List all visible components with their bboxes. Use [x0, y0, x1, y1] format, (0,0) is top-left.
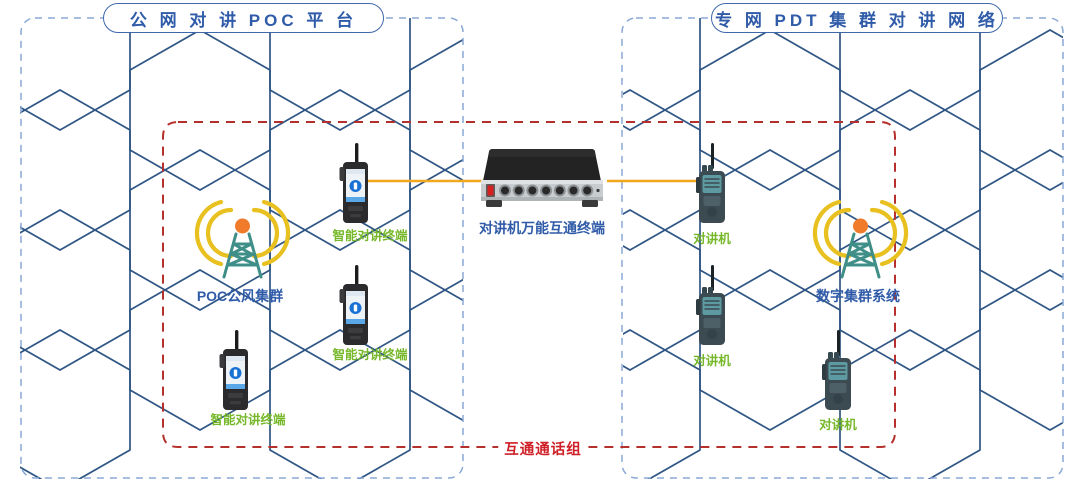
- label-smart-terminal-1: 智能对讲终端: [332, 229, 408, 243]
- label-walkie-talkie-3: 对讲机: [819, 418, 857, 432]
- cell-tower-icon-pdt: [812, 199, 909, 279]
- panel-title-private-network: 专 网 PDT 集 群 对 讲 网 络: [711, 3, 1003, 33]
- label-universal-gateway: 对讲机万能互通终端: [479, 220, 605, 236]
- interop-talkgroup-region: [162, 121, 896, 448]
- smart-intercom-terminal-2: [339, 265, 368, 345]
- smart-intercom-terminal-1: [339, 143, 368, 223]
- walkie-talkie-1: [696, 143, 725, 223]
- panel-title-public-network: 公 网 对 讲 POC 平 台: [103, 3, 384, 33]
- label-walkie-talkie-2: 对讲机: [693, 354, 731, 368]
- panel-public-network: [20, 17, 464, 479]
- label-walkie-talkie-1: 对讲机: [693, 232, 731, 246]
- label-smart-terminal-3: 智能对讲终端: [210, 413, 286, 427]
- center-gutter-mask: [463, 0, 623, 494]
- universal-intercom-gateway: [481, 149, 603, 207]
- label-pdt-cluster: 数字集群系统: [816, 288, 900, 304]
- label-interop-talkgroup: 互通通话组: [498, 438, 588, 459]
- panel-private-network: [621, 17, 1064, 479]
- label-smart-terminal-2: 智能对讲终端: [332, 348, 408, 362]
- walkie-talkie-2: [696, 265, 725, 345]
- smart-intercom-terminal-3: [219, 330, 248, 410]
- gateway-port-row: [499, 184, 600, 197]
- cell-tower-icon-poc: [194, 199, 291, 279]
- walkie-talkie-3: [822, 330, 851, 410]
- label-poc-cluster: POC公风集群: [196, 288, 284, 304]
